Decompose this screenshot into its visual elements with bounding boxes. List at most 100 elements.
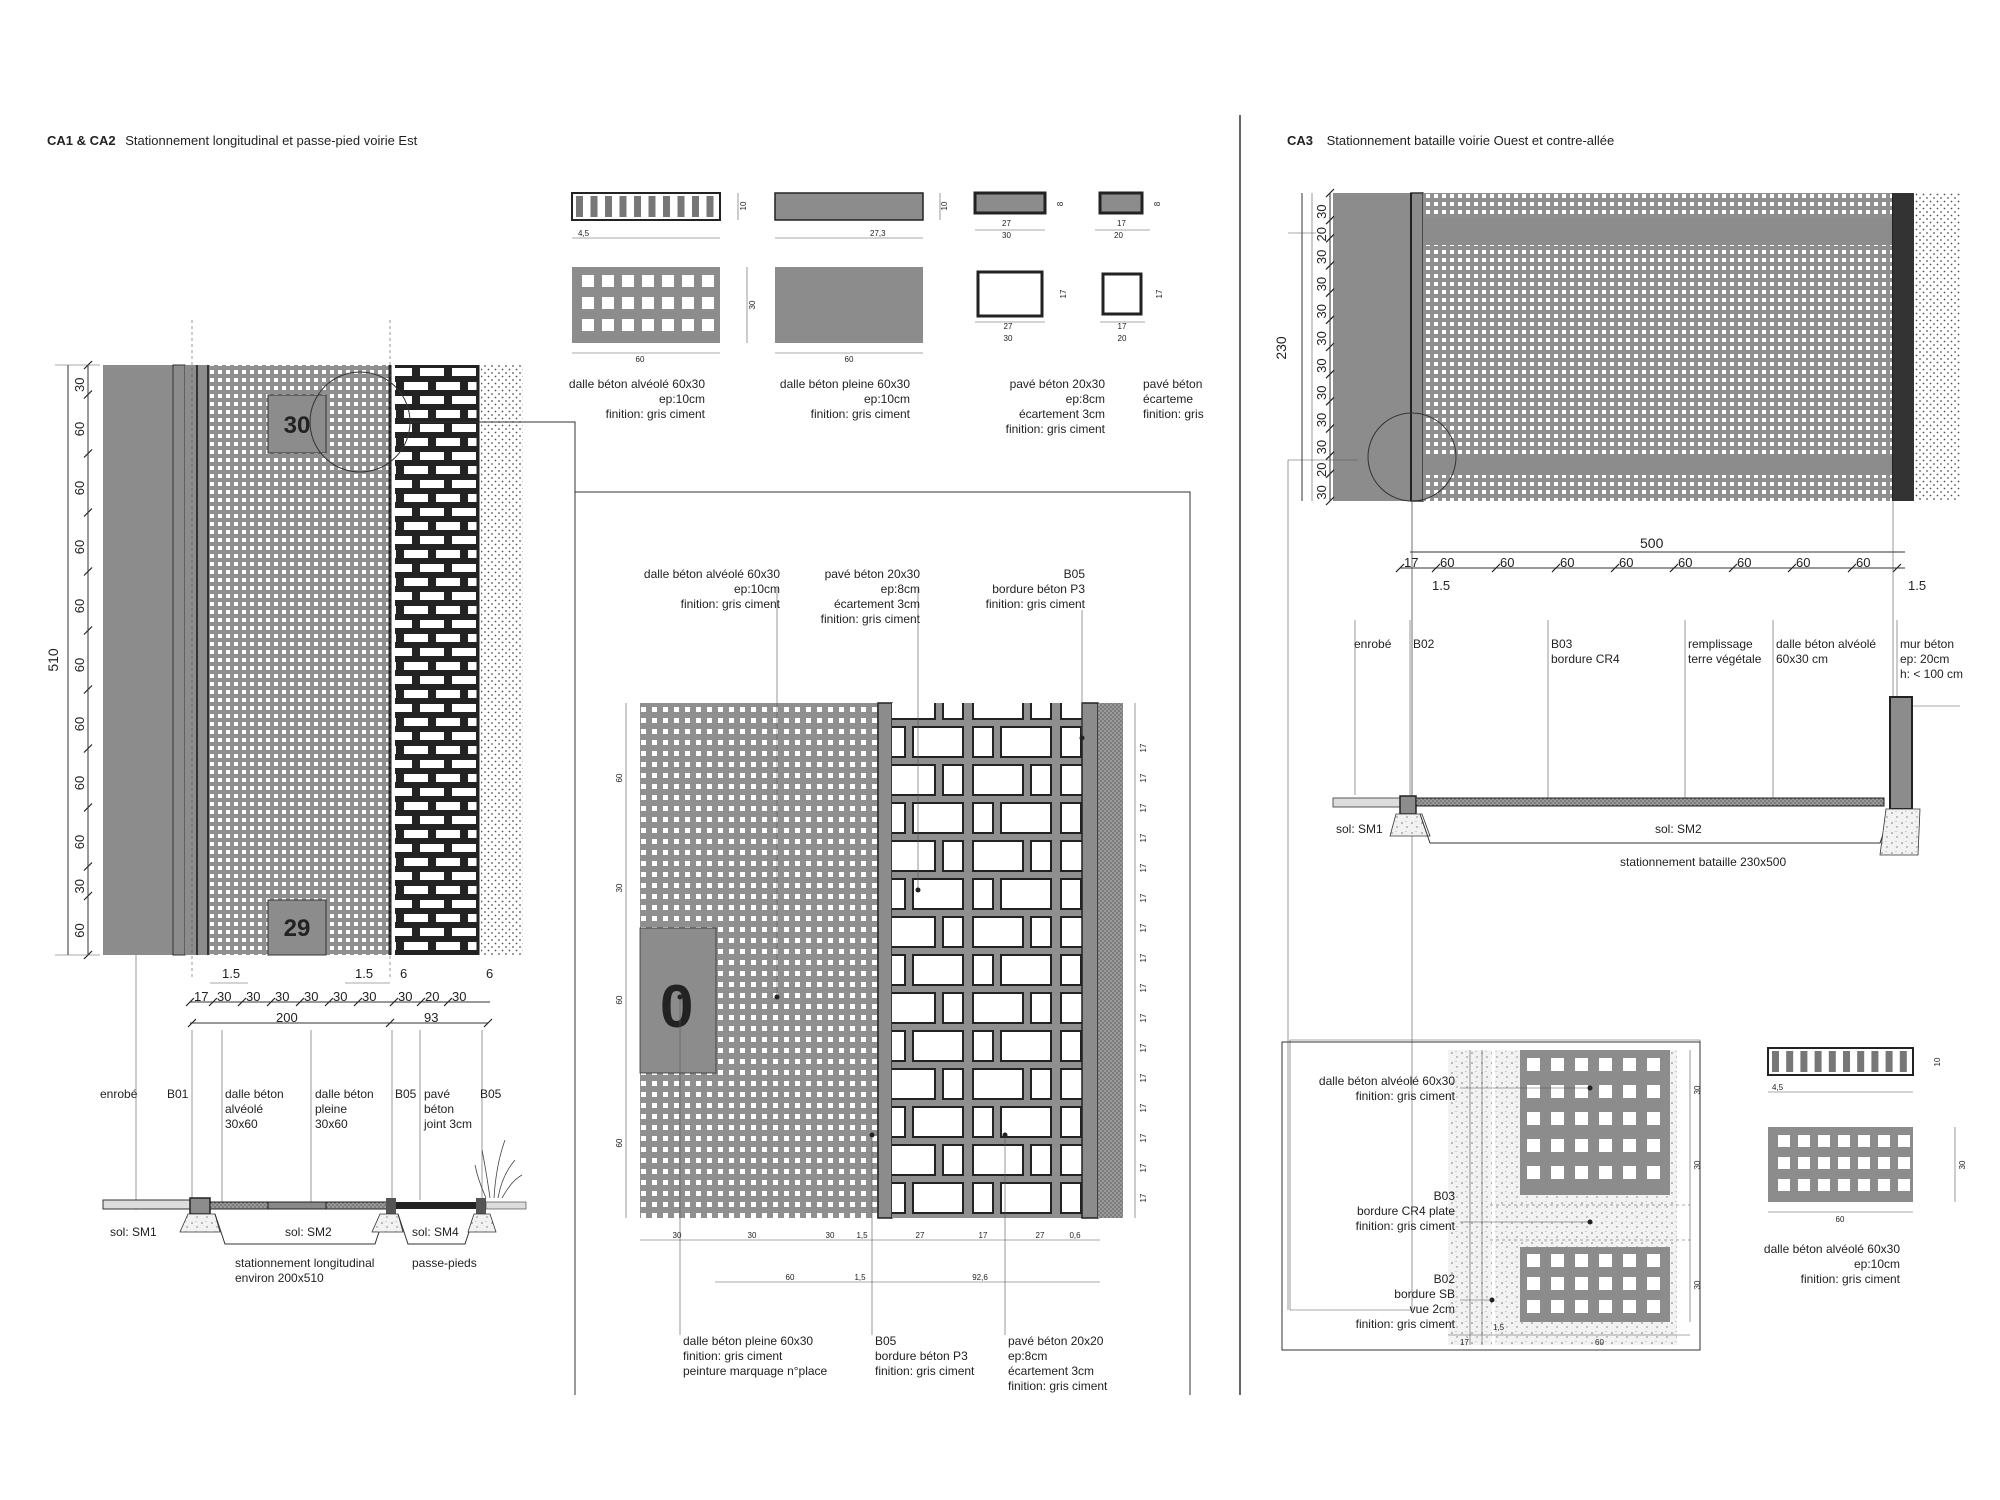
ca1-label-stat-1: stationnement longitudinal (235, 1256, 374, 1270)
ca1-hdim-7: 30 (398, 989, 412, 1004)
ca1-label-pave-3: joint 3cm (423, 1117, 472, 1131)
detail-bottom-dim-0: 30 (673, 1231, 682, 1240)
ca3-detail-cell (1623, 1139, 1636, 1152)
detail-top-label-2-2: finition: gris ciment (986, 597, 1086, 611)
ca1-hdim-5: 30 (333, 989, 347, 1004)
ca1-section: enrobé B01 dalle béton alvéolé 30x60 dal… (100, 955, 527, 1285)
detail-bottom-dim-6: 27 (1036, 1231, 1045, 1240)
ca1-b01-curb (172, 364, 186, 956)
detail-left-dim-0: 60 (615, 773, 624, 782)
ca3-hdim-7: 60 (1796, 555, 1810, 570)
ca3-vdim-5: 30 (1314, 358, 1329, 372)
ca3-label-dalle-1: dalle béton alvéolé (1776, 637, 1876, 651)
detail-left-dim-1: 30 (615, 883, 624, 892)
dim-500: 500 (1640, 535, 1664, 551)
detail-bottom-label-0-1: finition: gris ciment (683, 1349, 783, 1363)
ca3-vdim-3: 30 (1314, 413, 1329, 427)
ca3-sample-stripe (1786, 1051, 1794, 1072)
ca3-label-mur-1: mur béton (1900, 637, 1954, 651)
ca1-label-passe-pieds: passe-pieds (412, 1256, 477, 1270)
sample-caption-3-2: finition: gris (1143, 407, 1204, 421)
detail-b05-right (1081, 702, 1099, 1219)
ca3-vdim-6: 30 (1314, 331, 1329, 345)
detail-right-dim: 17 (1139, 953, 1148, 962)
detail-right-dim: 17 (1139, 1163, 1148, 1172)
detail-bottom-dim2-2: 92,6 (972, 1273, 988, 1282)
ca1-label-dalle-pleine-2: pleine (315, 1102, 347, 1116)
sample-a-small-dims: 4,5 (578, 229, 590, 238)
ca3-detail-cell (1527, 1300, 1540, 1313)
detail-right-dim: 17 (1139, 1193, 1148, 1202)
detail-edge-strip (1098, 703, 1123, 1218)
place-number-29: 29 (284, 915, 311, 942)
ca1-label-dalle-alv-2: alvéolé (225, 1102, 263, 1116)
ca1-label-sm2: sol: SM2 (285, 1225, 332, 1239)
material-samples: 4,5 10 60 30 27,3 10 60 27 30 8 27 30 17… (569, 191, 1204, 436)
sample-a-stripe (619, 196, 627, 217)
ca3-label-dalle-2: 60x30 cm (1776, 652, 1828, 666)
ca3-sample-cell (1858, 1157, 1870, 1169)
ca3-sample-cell (1878, 1157, 1890, 1169)
ca3-sample-stripe (1814, 1051, 1822, 1072)
ca1-hdim-9: 30 (452, 989, 466, 1004)
left-title: CA1 & CA2 Stationnement longitudinal et … (47, 133, 418, 148)
ca3-label-enrobe: enrobé (1354, 637, 1392, 651)
ca3-detail-label-2-1: bordure SB (1394, 1287, 1455, 1301)
detail-bottom-label-0-0: dalle béton pleine 60x30 (683, 1334, 813, 1348)
ca3-sample-cell (1778, 1179, 1790, 1191)
ca3-detail-cell (1575, 1139, 1588, 1152)
detail-top-label-2-1: bordure béton P3 (992, 582, 1085, 596)
sample-b-seg: 27,3 (870, 229, 886, 238)
ca3-vdim-4: 30 (1314, 386, 1329, 400)
detail-bottom-label-2-1: ep:8cm (1008, 1349, 1047, 1363)
ca3-detail-cell (1527, 1058, 1540, 1071)
ca1-label-dalle-pleine-1: dalle béton (315, 1087, 374, 1101)
ca3-detail-label-1-2: finition: gris ciment (1356, 1219, 1456, 1233)
ca3-detail-cell (1623, 1254, 1636, 1267)
ca3-hdim-5: 60 (1678, 555, 1692, 570)
sample-caption-2-1: ep:8cm (1066, 392, 1105, 406)
ca3-section: enrobé B02 B03 bordure CR4 remplissage t… (1332, 620, 1963, 869)
sample-a-cell (682, 275, 694, 287)
ca3-sample-cell (1798, 1157, 1810, 1169)
ca3-detail-cell (1647, 1166, 1660, 1179)
sample-a-stripe (677, 196, 685, 217)
ca3-detail-cell (1623, 1166, 1636, 1179)
ca3-detail-vdim-1: 30 (1693, 1160, 1702, 1169)
sample-a-cell (682, 297, 694, 309)
sample-a-cell (662, 275, 674, 287)
ca3-sample-cell (1898, 1179, 1910, 1191)
ca1-vdim-7: 60 (72, 776, 87, 790)
place-marker-29 (267, 899, 327, 956)
ca1-label-b05-a: B05 (395, 1087, 417, 1101)
right-title-text: Stationnement bataille voirie Ouest et c… (1327, 133, 1615, 148)
sample-a-stripe (663, 196, 670, 217)
ca3-detail-cell (1551, 1139, 1564, 1152)
detail-bottom-dim-3: 1,5 (856, 1231, 868, 1240)
sample-a-cell (682, 319, 694, 331)
sample-a-stripe (692, 196, 699, 217)
ca3-vdim-11: 30 (1314, 204, 1329, 218)
ca3-detail-cell (1647, 1139, 1660, 1152)
dim-510: 510 (45, 648, 61, 672)
sample-caption-2-3: finition: gris ciment (1006, 422, 1106, 436)
detail-b05-left (877, 702, 893, 1219)
ca1-vdim-8: 60 (72, 835, 87, 849)
detail-right-dim: 17 (1139, 1043, 1148, 1052)
dim-1-5-a: 1.5 (222, 966, 240, 981)
ca3-vdim-7: 30 (1314, 304, 1329, 318)
detail-right-dim: 17 (1139, 983, 1148, 992)
ca3-hdim-3: 60 (1560, 555, 1574, 570)
ca3-detail-label-2-3: finition: gris ciment (1356, 1317, 1456, 1331)
detail-place-number: 0 (660, 973, 693, 1040)
detail-bottom-label-2-0: pavé béton 20x20 (1008, 1334, 1104, 1348)
detail-top-label-1-2: écartement 3cm (834, 597, 920, 611)
ca3-detail-cell (1647, 1085, 1660, 1098)
detail-right-dim: 17 (1139, 833, 1148, 842)
ca3-detail-label-0-0: dalle béton alvéolé 60x30 (1319, 1074, 1455, 1088)
ca3-dim-1-5-a: 1.5 (1432, 578, 1450, 593)
detail-right-dim: 17 (1139, 1133, 1148, 1142)
detail-bottom-label-1-0: B05 (875, 1334, 897, 1348)
